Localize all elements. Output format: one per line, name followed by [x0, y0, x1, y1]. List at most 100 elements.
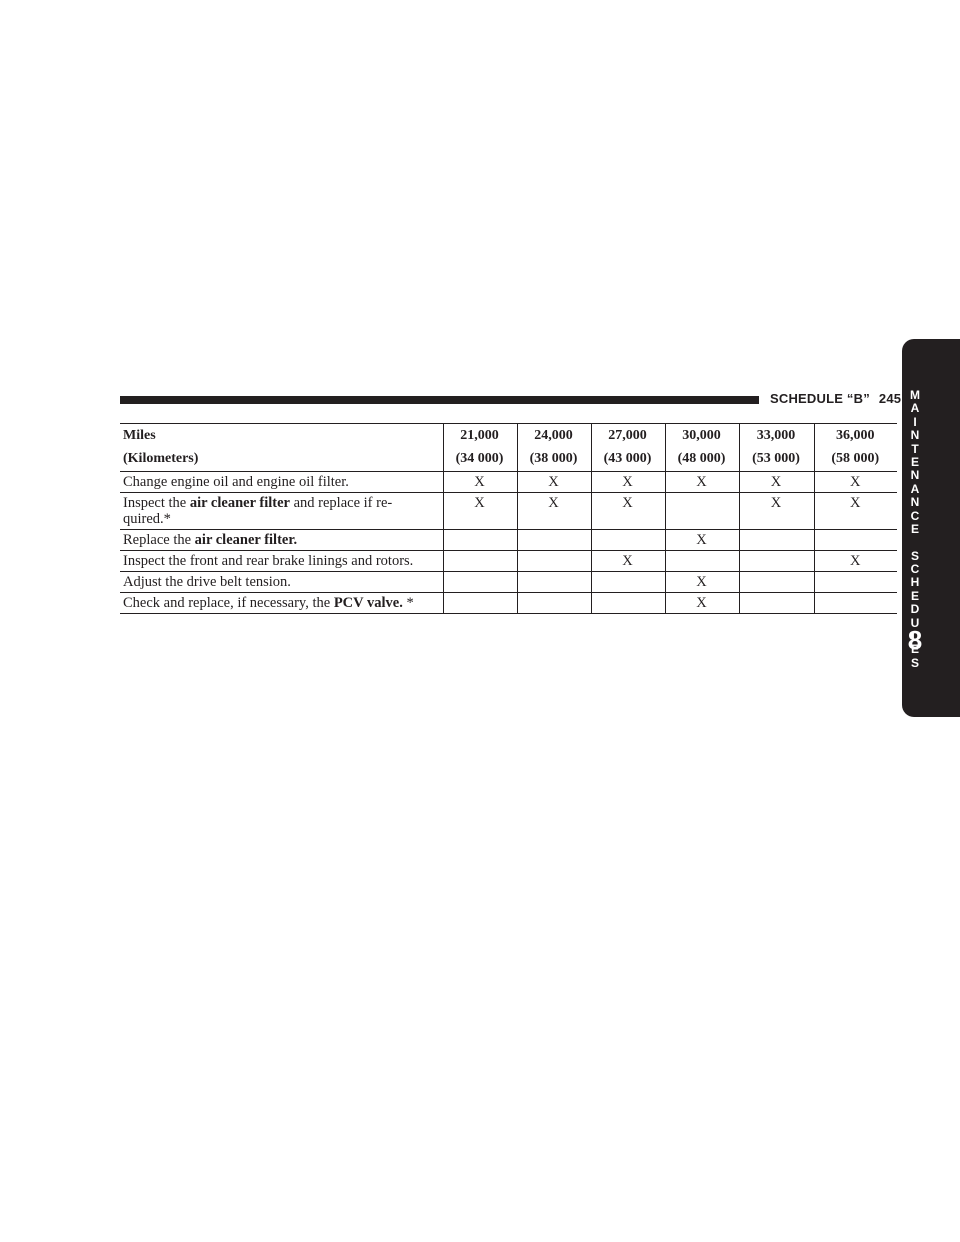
service-description: Replace the [123, 532, 195, 548]
service-mark-cell: X [664, 571, 740, 593]
header-miles-label: Miles [123, 428, 156, 443]
service-part-name: air cleaner filter. [194, 532, 298, 548]
chapter-number: 8 [907, 625, 923, 655]
service-mark-cell [442, 550, 518, 572]
chapter-tab-letter: E [910, 521, 919, 536]
interval-header-cell: 30,000 (48 000) [664, 423, 740, 472]
chapter-tab-letter: E [910, 454, 919, 469]
service-mark-cell [738, 550, 815, 572]
service-mark-cell [442, 592, 518, 614]
service-mark-cell [590, 529, 666, 551]
service-description-cell: Change engine oil and engine oil filter. [120, 471, 444, 493]
chapter-tab-letter: N [910, 495, 920, 510]
service-mark-cell: X [813, 471, 897, 493]
interval-header-cell: 24,000 (38 000) [516, 423, 592, 472]
interval-miles: 21,000 [460, 428, 499, 443]
table-header-row: Miles (Kilometers) 21,000 (34 000) 24,000… [120, 423, 897, 472]
service-mark-cell [738, 592, 815, 614]
chapter-tab-letter: L [911, 629, 919, 644]
interval-km: (34 000) [455, 451, 504, 466]
page-header: SCHEDULE “B”245 [770, 391, 901, 406]
chapter-tab-letter: M [910, 388, 920, 402]
interval-km: (38 000) [529, 451, 578, 466]
chapter-tab-letter: S [910, 655, 919, 670]
service-part-name: PCV valve. [333, 595, 403, 611]
service-mark-cell: X [516, 471, 592, 493]
interval-miles: 27,000 [608, 428, 647, 443]
interval-miles: 30,000 [682, 428, 721, 443]
chapter-tab-letter: S [910, 548, 919, 563]
page-number: 245 [878, 391, 902, 406]
chapter-tab-letter: E [910, 588, 919, 603]
interval-km: (53 000) [752, 451, 800, 466]
service-description-cell: Replace the air cleaner filter. [120, 529, 444, 551]
service-mark-cell: X [664, 471, 740, 493]
table-row: Change engine oil and engine oil filter.… [120, 471, 897, 493]
chapter-tab-letter: C [910, 562, 920, 577]
interval-header-cell: 27,000 (43 000) [590, 423, 666, 472]
maintenance-schedule-table: Miles (Kilometers) 21,000 (34 000) 24,000… [120, 423, 897, 614]
chapter-tab-letter: E [910, 642, 919, 657]
service-mark-cell: X [590, 550, 666, 572]
table-row: Replace the air cleaner filter.X [120, 529, 897, 551]
service-mark-cell [664, 492, 740, 530]
service-mark-cell [516, 571, 592, 593]
service-mark-cell [590, 571, 666, 593]
chapter-tab-letter: I [913, 414, 917, 429]
table-row: Inspect the air cleaner filter and repla… [120, 492, 897, 530]
service-mark-cell: X [590, 471, 666, 493]
service-mark-cell [738, 571, 815, 593]
interval-km: (48 000) [677, 451, 726, 466]
chapter-tab-letter: A [910, 401, 920, 416]
service-mark-cell: X [813, 550, 897, 572]
interval-km: (43 000) [603, 451, 652, 466]
service-mark-cell [738, 529, 815, 551]
service-description-suffix: * [402, 595, 414, 611]
table-row: Check and replace, if necessary, the PCV… [120, 592, 897, 614]
interval-miles: 33,000 [756, 428, 796, 443]
chapter-tab-letter: N [910, 468, 920, 483]
service-description: Check and replace, if necessary, the [123, 595, 334, 611]
chapter-tab-letter: A [910, 481, 920, 496]
service-description-cell: Check and replace, if necessary, the PCV… [120, 592, 444, 614]
header-km-label: (Kilometers) [123, 451, 199, 466]
service-part-name: air cleaner filter [189, 495, 290, 511]
service-mark-cell [442, 529, 518, 551]
service-mark-cell [442, 571, 518, 593]
service-mark-cell [590, 592, 666, 614]
service-mark-cell: X [442, 471, 518, 493]
interval-header-cell: 36,000 (58 000) [813, 423, 897, 472]
service-description-cell: Inspect the air cleaner filter and repla… [120, 492, 444, 530]
chapter-tab-letter: D [910, 602, 920, 617]
service-mark-cell [664, 550, 740, 572]
chapter-tab-letter: T [911, 441, 919, 456]
header-label-cell: Miles (Kilometers) [120, 423, 444, 472]
service-mark-cell: X [442, 492, 518, 530]
service-description-cell: Inspect the front and rear brake linings… [120, 550, 444, 572]
service-description: Inspect the front and rear brake linings… [123, 553, 414, 569]
interval-miles: 36,000 [836, 428, 875, 443]
interval-miles: 24,000 [534, 428, 573, 443]
service-mark-cell: X [590, 492, 666, 530]
service-mark-cell: X [738, 471, 815, 493]
interval-header-cell: 33,000 (53 000) [738, 423, 815, 472]
service-mark-cell: X [664, 592, 740, 614]
service-mark-cell: X [516, 492, 592, 530]
service-description-suffix: and replace if re-quired.* [123, 495, 393, 527]
service-mark-cell [813, 592, 897, 614]
service-mark-cell [516, 592, 592, 614]
interval-km: (58 000) [831, 451, 880, 466]
chapter-tab-letter: C [910, 508, 920, 523]
service-mark-cell [516, 529, 592, 551]
chapter-tab-letter: N [910, 428, 920, 443]
service-description: Adjust the drive belt tension. [123, 574, 291, 590]
interval-header-cell: 21,000 (34 000) [442, 423, 518, 472]
service-description-cell: Adjust the drive belt tension. [120, 571, 444, 593]
service-description: Change engine oil and engine oil filter. [123, 474, 349, 490]
service-mark-cell: X [813, 492, 897, 530]
table-row: Inspect the front and rear brake linings… [120, 550, 897, 572]
service-mark-cell [516, 550, 592, 572]
chapter-tab-letter: H [910, 575, 920, 590]
